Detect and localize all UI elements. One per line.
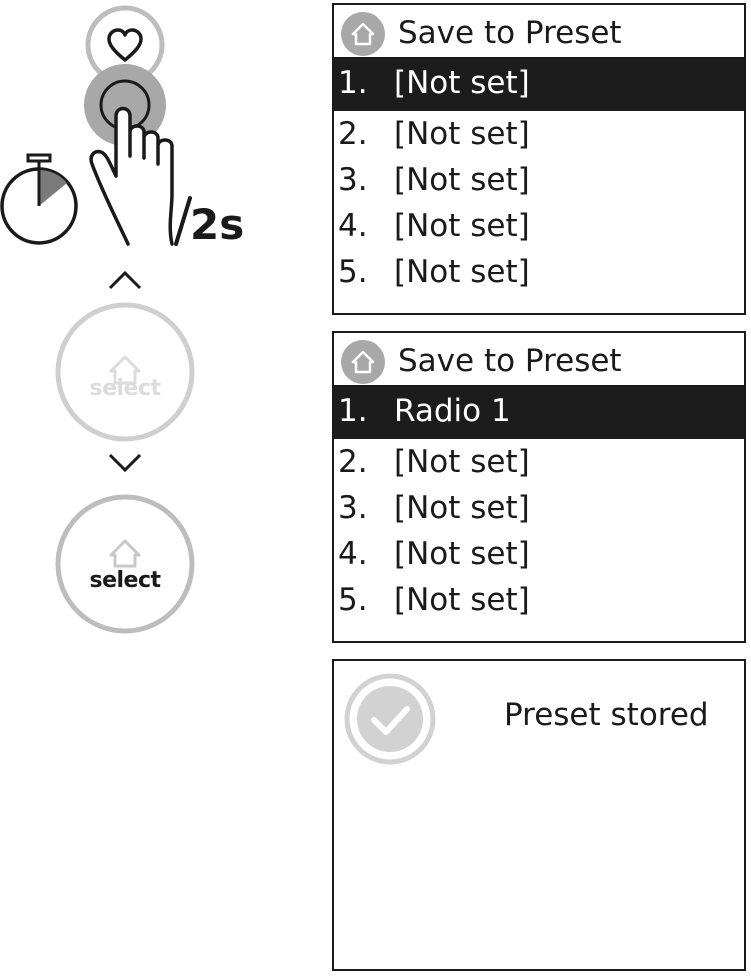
preset-stored-message: Preset stored	[504, 697, 709, 733]
select-button[interactable]: select	[54, 493, 196, 635]
preset-slot-number: 2.	[338, 444, 368, 480]
screen-title: Save to Preset	[398, 15, 622, 51]
home-icon	[341, 12, 385, 56]
checkmark-icon	[344, 673, 436, 765]
home-icon	[109, 539, 141, 568]
preset-slot-1[interactable]: 1. [Not set]	[334, 59, 744, 111]
hand-press-icon	[84, 86, 194, 246]
preset-slot-label: [Not set]	[394, 536, 530, 572]
chevron-down-icon	[108, 452, 142, 474]
preset-slot-number: 2.	[338, 116, 368, 152]
heart-icon	[107, 28, 143, 62]
screen-title: Save to Preset	[398, 343, 622, 379]
preset-slot-label: [Not set]	[394, 116, 530, 152]
chevron-up-icon	[108, 268, 142, 290]
preset-slot-label: [Not set]	[394, 65, 530, 101]
preset-slot-label: [Not set]	[394, 490, 530, 526]
preset-screen-1: Save to Preset 1. [Not set] 2. [Not set] 3. […	[332, 3, 746, 315]
preset-slot-number: 1.	[338, 65, 368, 101]
preset-slot-3[interactable]: 3. [Not set]	[334, 485, 744, 531]
home-icon	[109, 355, 141, 385]
screen-header: Save to Preset	[334, 333, 744, 387]
preset-slot-label: [Not set]	[394, 582, 530, 618]
preset-slot-3[interactable]: 3. [Not set]	[334, 157, 744, 203]
preset-slot-number: 5.	[338, 254, 368, 290]
select-label: select	[89, 568, 161, 593]
preset-list: 1. Radio 1 2. [Not set] 3. [Not set] 4. [Not se…	[334, 387, 744, 623]
preset-slot-label: Radio 1	[394, 393, 511, 429]
preset-slot-number: 3.	[338, 490, 368, 526]
preset-slot-label: [Not set]	[394, 208, 530, 244]
preset-slot-4[interactable]: 4. [Not set]	[334, 531, 744, 577]
preset-slot-number: 5.	[338, 582, 368, 618]
preset-slot-2[interactable]: 2. [Not set]	[334, 111, 744, 157]
preset-slot-number: 4.	[338, 536, 368, 572]
pressed-button[interactable]	[82, 62, 168, 148]
preset-slot-5[interactable]: 5. [Not set]	[334, 249, 744, 295]
preset-slot-label: [Not set]	[394, 162, 530, 198]
screen-header: Save to Preset	[334, 5, 744, 59]
preset-slot-label: [Not set]	[394, 444, 530, 480]
preset-slot-4[interactable]: 4. [Not set]	[334, 203, 744, 249]
preset-screen-2: Save to Preset 1. Radio 1 2. [Not set] 3. [No…	[332, 331, 746, 643]
preset-slot-label: [Not set]	[394, 254, 530, 290]
select-label-faded: select	[89, 376, 161, 401]
preset-slot-number: 4.	[338, 208, 368, 244]
home-icon	[341, 340, 385, 384]
preset-stored-screen: Preset stored	[332, 659, 746, 971]
preset-slot-number: 3.	[338, 162, 368, 198]
preset-slot-number: 1.	[338, 393, 368, 429]
preset-slot-2[interactable]: 2. [Not set]	[334, 439, 744, 485]
duration-label: 2s	[190, 200, 245, 249]
preset-list: 1. [Not set] 2. [Not set] 3. [Not set] 4. [Not …	[334, 59, 744, 295]
favourite-button[interactable]	[84, 4, 166, 86]
select-button-faded[interactable]: select	[54, 301, 196, 443]
preset-slot-5[interactable]: 5. [Not set]	[334, 577, 744, 623]
stopwatch-icon	[0, 152, 82, 248]
preset-slot-1[interactable]: 1. Radio 1	[334, 387, 744, 439]
